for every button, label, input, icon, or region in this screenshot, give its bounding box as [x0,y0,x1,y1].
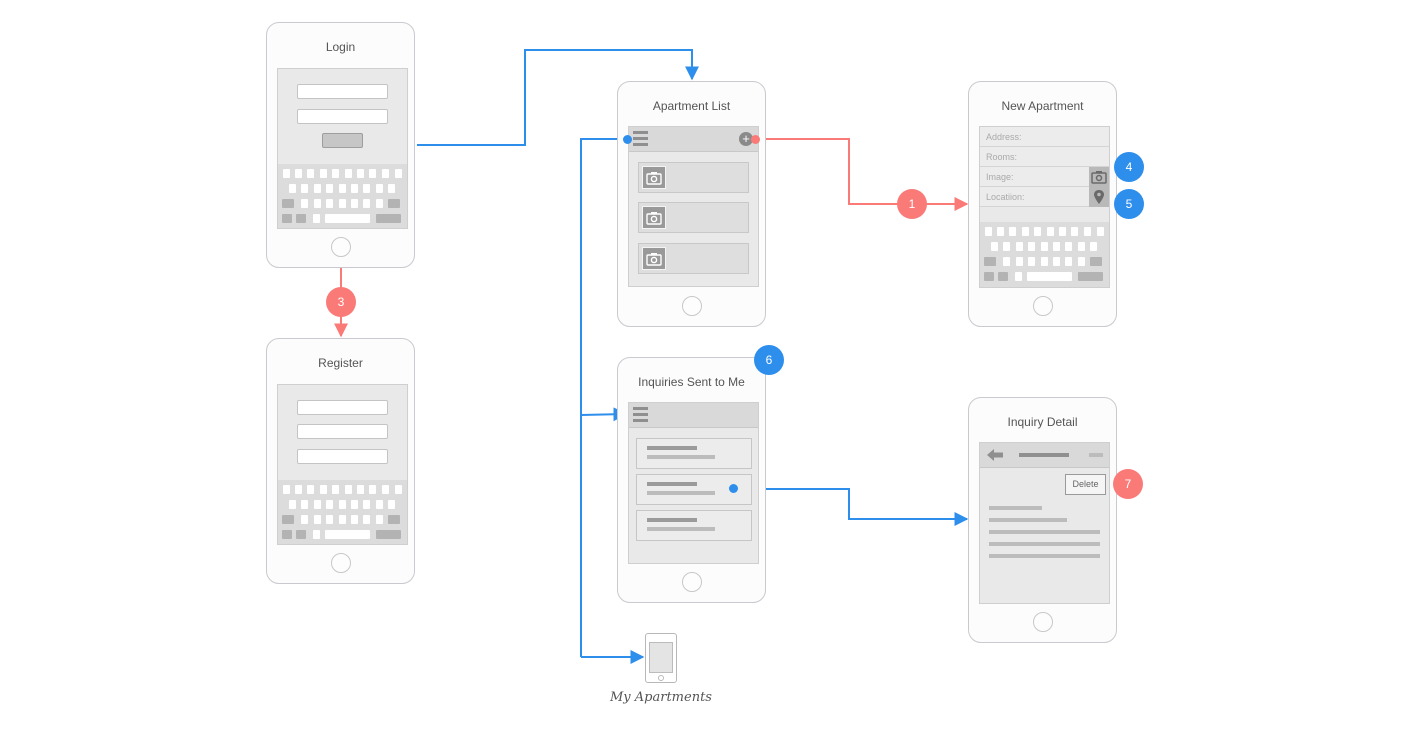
connector-dot-add [751,135,760,144]
camera-icon [642,166,666,189]
rooms-field[interactable]: Rooms: [980,147,1109,167]
keyboard [980,222,1109,287]
step-badge-6: 6 [754,345,784,375]
location-pin-icon[interactable] [1089,187,1109,207]
step-badge-1: 1 [897,189,927,219]
connector-dot-menu [623,135,632,144]
new-apartment-screen: Address: Rooms: Image: Locatiion: [979,126,1110,288]
inquiries-screen [628,402,759,564]
keyboard [278,480,407,544]
list-item[interactable] [638,202,749,233]
register-field-1[interactable] [297,400,388,415]
apartment-list-screen: + [628,126,759,287]
username-field[interactable] [297,84,388,99]
phone-apartment-list: Apartment List + [617,81,766,327]
arrow-menu-trunk [580,138,628,657]
phone-register: Register [266,338,415,584]
screen-title-new-apartment: New Apartment [1001,99,1084,113]
step-badge-5: 5 [1114,189,1144,219]
screen-title-register: Register [318,356,363,370]
plus-icon[interactable]: + [739,132,753,146]
screen-title-inquiries: Inquiries Sent to Me [638,375,745,389]
address-field[interactable]: Address: [980,127,1109,147]
home-button[interactable] [331,237,351,257]
list-item[interactable] [638,243,749,274]
back-arrow-icon[interactable] [985,447,1005,463]
home-button[interactable] [1033,612,1053,632]
mini-screen [649,642,673,673]
location-field[interactable]: Locatiion: [980,187,1109,207]
home-button[interactable] [1033,296,1053,316]
step-badge-7: 7 [1113,469,1143,499]
hamburger-menu-icon[interactable] [633,131,648,146]
screen-title-apartment-list: Apartment List [652,99,731,113]
list-item[interactable] [638,162,749,193]
mini-home-button [658,675,664,681]
delete-button[interactable]: Delete [1065,474,1106,495]
phone-new-apartment: New Apartment Address: Rooms: Image: Loc… [968,81,1117,327]
nav-bar [980,443,1109,468]
screen-title-inquiry-detail: Inquiry Detail [1007,415,1078,429]
nav-bar [629,403,758,428]
arrow-inquiry-to-detail [734,488,969,526]
home-button[interactable] [682,296,702,316]
action-placeholder [1089,453,1103,457]
login-screen [277,68,408,229]
list-item[interactable] [636,510,752,541]
register-screen [277,384,408,545]
keyboard [278,164,407,228]
register-field-2[interactable] [297,424,388,439]
home-button[interactable] [331,553,351,573]
connector-dot-inquiry [729,484,738,493]
camera-icon[interactable] [1089,167,1109,187]
phone-inquiry-detail: Inquiry Detail Delete [968,397,1117,643]
image-field[interactable]: Image: [980,167,1109,187]
arrow-login-to-apartment-list [417,49,699,146]
step-badge-3: 3 [326,287,356,317]
hamburger-menu-icon[interactable] [633,407,648,422]
list-item[interactable] [636,438,752,469]
inquiry-detail-screen: Delete [979,442,1110,604]
register-field-3[interactable] [297,449,388,464]
login-button[interactable] [322,133,363,148]
password-field[interactable] [297,109,388,124]
step-badge-4: 4 [1114,152,1144,182]
camera-icon [642,206,666,229]
my-apartments-caption: My Apartments [610,690,712,705]
camera-icon [642,247,666,270]
nav-bar: + [629,127,758,152]
phone-inquiries: Inquiries Sent to Me [617,357,766,603]
phone-login: Login [266,22,415,268]
my-apartments-phone-icon [645,633,677,683]
arrow-add-to-new-apartment [754,138,969,211]
screen-title-login: Login [325,40,356,54]
title-placeholder [1019,453,1069,457]
home-button[interactable] [682,572,702,592]
